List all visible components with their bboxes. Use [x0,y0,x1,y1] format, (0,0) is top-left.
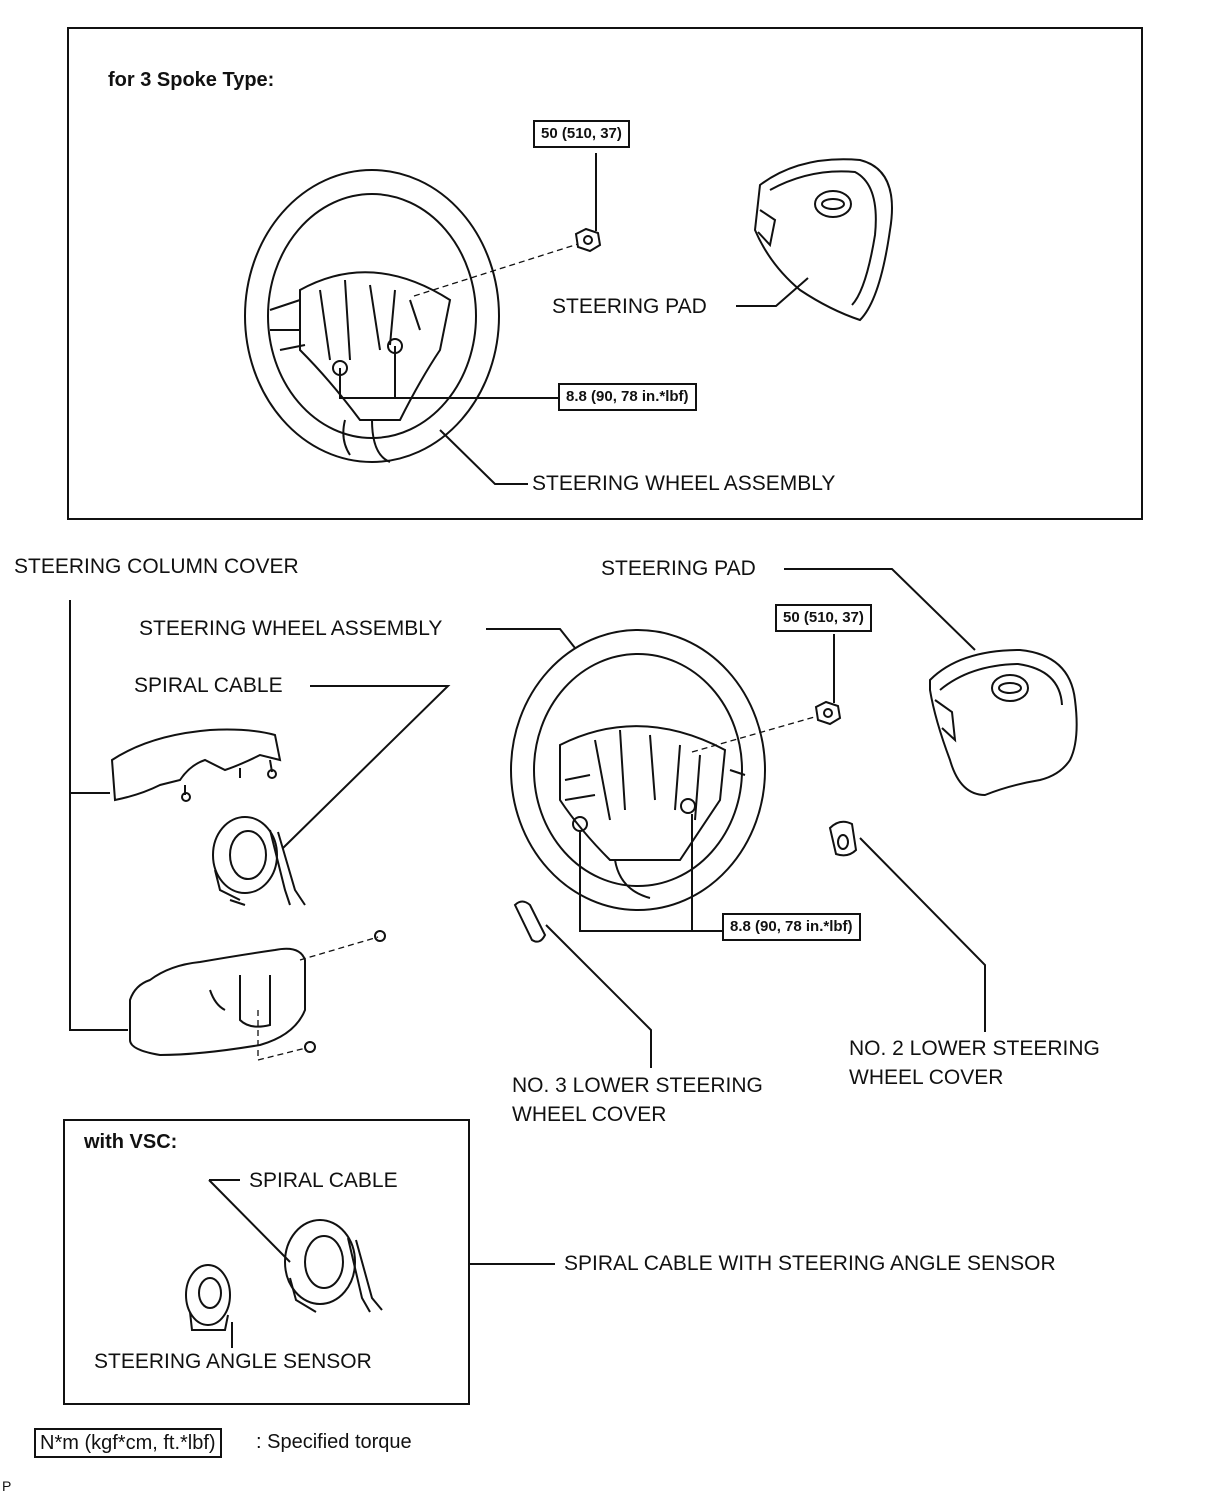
column-screws [257,930,386,1061]
vsc-spiral-cable-label: SPIRAL CABLE [249,1169,398,1192]
upper-column-cover [110,728,282,802]
angle-sensor-label: STEERING ANGLE SENSOR [94,1350,372,1373]
torque-legend-description: : Specified torque [256,1431,412,1453]
main-nut [814,700,842,726]
vsc-panel-frame [63,1119,470,1405]
top-nut-torque: 50 (510, 37) [533,120,630,148]
steering-pad-label: STEERING PAD [601,557,756,580]
lower-column-cover [129,947,306,1057]
top-panel-frame [67,27,1143,520]
spiral-cable-label: SPIRAL CABLE [134,674,283,697]
no2-cover-label-line2: WHEEL COVER [849,1066,1004,1089]
main-steering-pad [929,648,1078,797]
no3-lower-cover [513,900,547,943]
steering-wheel-label: STEERING WHEEL ASSEMBLY [139,617,443,640]
vsc-angle-sensor [185,1264,231,1331]
vsc-panel-heading: with VSC: [84,1131,178,1153]
vsc-spiral-cable [284,1219,383,1313]
no3-cover-label-line1: NO. 3 LOWER STEERING [512,1074,763,1097]
top-steering-pad-label: STEERING PAD [552,295,707,318]
top-steering-pad [753,158,893,322]
main-steering-wheel [510,629,766,911]
no2-cover-label-line1: NO. 2 LOWER STEERING [849,1037,1100,1060]
top-panel-heading: for 3 Spoke Type: [108,69,275,91]
no3-cover-label-line2: WHEEL COVER [512,1103,667,1126]
top-steering-wheel-label: STEERING WHEEL ASSEMBLY [532,472,836,495]
spiral-cable-main [212,816,306,906]
main-nut-torque: 50 (510, 37) [775,604,872,632]
top-steering-wheel [244,169,500,463]
no2-lower-cover [828,820,858,857]
torque-unit-legend-box: N*m (kgf*cm, ft.*lbf) [34,1428,222,1458]
top-nut [574,227,602,253]
top-bolt-torque: 8.8 (90, 78 in.*lbf) [558,383,697,411]
footer-code: P [2,1478,12,1494]
main-bolt-torque: 8.8 (90, 78 in.*lbf) [722,913,861,941]
column-cover-label: STEERING COLUMN COVER [14,555,299,578]
spiral-assembly-label: SPIRAL CABLE WITH STEERING ANGLE SENSOR [564,1252,1056,1275]
